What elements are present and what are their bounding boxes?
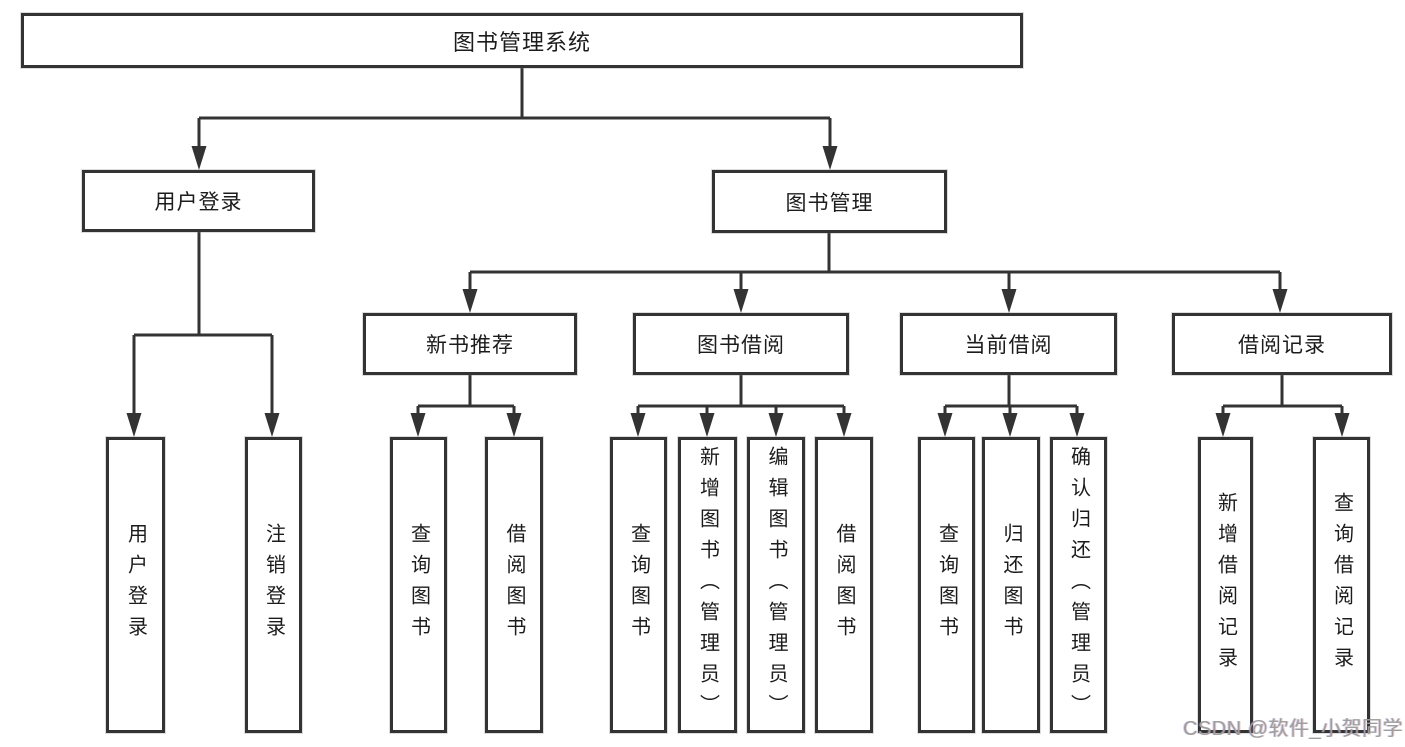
node-user-login-label: 用户登录: [154, 191, 243, 214]
node-library-system: 图书管理系统: [21, 13, 1023, 68]
node-current-borrow-label: 当前借阅: [964, 334, 1053, 357]
node-book-management-label: 图书管理: [785, 191, 874, 215]
leaf-query-book-3: 查询图书: [918, 437, 975, 733]
node-new-book-recommend: 新书推荐: [363, 313, 577, 375]
leaf-user-login: 用户登录: [106, 437, 165, 733]
leaf-confirm-return-admin-label: 确认归还（管理员）: [1067, 445, 1090, 725]
leaf-borrow-book-2-label: 借阅图书: [833, 523, 855, 647]
leaf-return-book: 归还图书: [982, 437, 1040, 733]
node-borrow-record-label: 借阅记录: [1238, 334, 1326, 357]
node-borrow-record: 借阅记录: [1172, 313, 1392, 375]
leaf-query-book-2: 查询图书: [610, 437, 667, 733]
leaf-query-book-2-label: 查询图书: [627, 523, 650, 647]
leaf-add-borrow-record: 新增借阅记录: [1198, 437, 1253, 733]
leaf-add-book-admin: 新增图书（管理员）: [678, 437, 737, 733]
connector-book-borrow-children: [630, 375, 852, 437]
leaf-add-borrow-record-label: 新增借阅记录: [1214, 492, 1237, 678]
connector-book-mgmt-children: [462, 233, 1288, 313]
leaf-return-book-label: 归还图书: [1000, 523, 1022, 647]
leaf-borrow-book-1-label: 借阅图书: [503, 523, 525, 647]
connector-root-to-level2: [191, 68, 838, 170]
connector-user-login-children: [126, 232, 280, 437]
leaf-borrow-book-2: 借阅图书: [815, 437, 873, 733]
leaf-logout-label: 注销登录: [262, 523, 285, 647]
leaf-logout: 注销登录: [245, 437, 302, 733]
leaf-confirm-return-admin: 确认归还（管理员）: [1050, 437, 1107, 733]
leaf-edit-book-admin: 编辑图书（管理员）: [747, 437, 805, 733]
connector-current-borrow-children: [937, 375, 1085, 437]
node-book-management: 图书管理: [712, 170, 947, 233]
leaf-edit-book-admin-label: 编辑图书（管理员）: [765, 445, 787, 725]
connector-new-book-children: [410, 375, 522, 437]
node-user-login: 用户登录: [82, 170, 315, 232]
node-library-system-label: 图书管理系统: [452, 29, 591, 55]
leaf-query-book-1-label: 查询图书: [407, 523, 430, 647]
node-book-borrow-label: 图书借阅: [697, 334, 785, 357]
leaf-query-borrow-record-label: 查询借阅记录: [1330, 492, 1353, 678]
node-book-borrow: 图书借阅: [633, 313, 849, 375]
node-new-book-recommend-label: 新书推荐: [426, 334, 514, 357]
csdn-watermark: CSDN @软件_小贺同学: [1183, 718, 1404, 740]
connector-borrow-record-children: [1215, 375, 1350, 437]
leaf-query-book-3-label: 查询图书: [935, 523, 958, 647]
leaf-borrow-book-1: 借阅图书: [485, 437, 543, 733]
leaf-query-book-1: 查询图书: [390, 437, 447, 733]
leaf-add-book-admin-label: 新增图书（管理员）: [696, 445, 719, 725]
node-current-borrow: 当前借阅: [900, 313, 1117, 375]
leaf-query-borrow-record: 查询借阅记录: [1313, 437, 1370, 733]
leaf-user-login-label: 用户登录: [124, 523, 147, 647]
